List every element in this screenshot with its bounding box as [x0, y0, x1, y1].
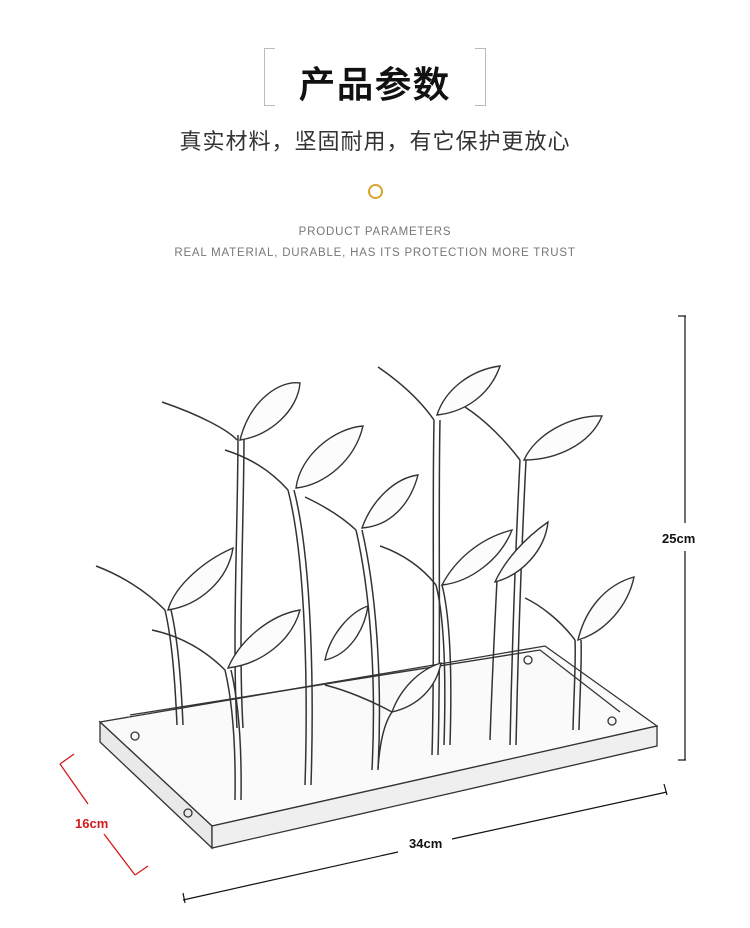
width-dimension-line: [182, 783, 668, 904]
frame-right-bracket: [475, 48, 486, 106]
page-subtitle: 真实材料，坚固耐用，有它保护更放心: [179, 130, 571, 155]
plant-leaves: [167, 365, 635, 713]
height-label: 25cm: [662, 531, 696, 546]
width-label: 34cm: [409, 836, 443, 851]
depth-dimension-line: [59, 753, 149, 876]
circle-ornament-icon: [368, 184, 383, 199]
title-frame: 产品参数: [264, 48, 486, 106]
plant-stems: [95, 366, 583, 801]
height-dimension-line: [678, 315, 686, 761]
english-title: PRODUCT PARAMETERS: [298, 226, 452, 238]
depth-label: 16cm: [75, 816, 109, 831]
page-title: 产品参数: [298, 65, 451, 106]
english-subtitle: REAL MATERIAL, DURABLE, HAS ITS PROTECTI…: [174, 247, 576, 259]
frame-left-bracket: [264, 48, 275, 106]
